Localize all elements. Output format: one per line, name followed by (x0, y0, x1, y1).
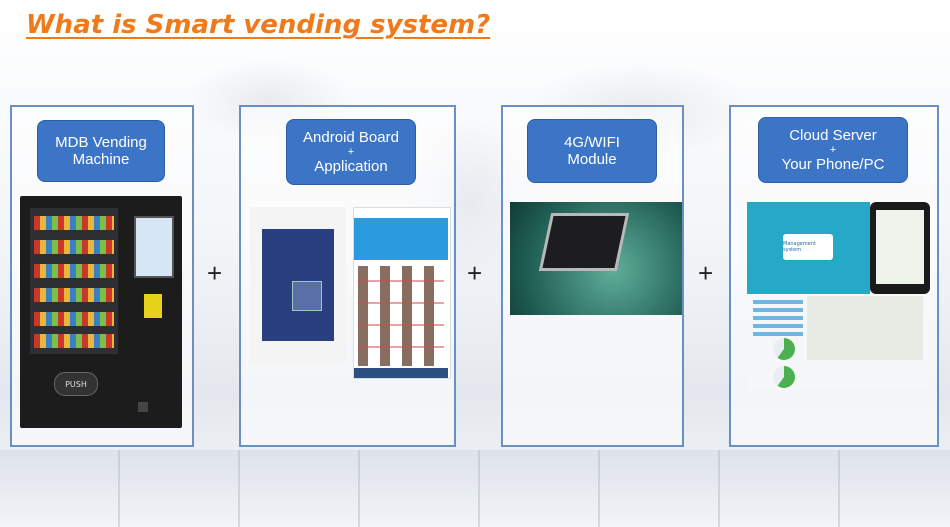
vending-glass (30, 208, 118, 354)
label-line: + (830, 144, 836, 156)
plus-sign: + (467, 258, 482, 289)
label-line: Module (567, 151, 616, 168)
app-banner (354, 218, 448, 260)
label-line: Android Board (303, 129, 399, 146)
label-line: + (348, 146, 354, 158)
coin-slot (138, 402, 148, 412)
pie-chart-icon (773, 366, 795, 388)
label-vending-machine: MDB Vending Machine (37, 120, 165, 182)
label-line: Machine (73, 151, 130, 168)
android-board-image (250, 207, 346, 363)
label-line: Application (314, 158, 387, 175)
phone-screen (876, 210, 924, 284)
plus-sign: + (698, 258, 713, 289)
app-product-grid (358, 266, 444, 366)
4g-module-image (510, 202, 682, 315)
pie-chart-icon (773, 338, 795, 360)
push-door: PUSH (54, 372, 98, 396)
module-chip (542, 216, 625, 268)
cloud-management-image: Management system (747, 202, 870, 294)
application-screenshot (353, 207, 451, 379)
page-title: What is Smart vending system? (26, 10, 490, 40)
plus-sign: + (207, 258, 222, 289)
management-system-box: Management system (783, 234, 833, 260)
dashboard-map (807, 296, 923, 360)
label-line: 4G/WIFI (564, 134, 620, 151)
card-reader (144, 294, 162, 318)
dashboard-rows (753, 300, 803, 340)
label-android-board: Android Board + Application (286, 119, 416, 185)
label-cloud-server: Cloud Server + Your Phone/PC (758, 117, 908, 183)
vending-touchscreen (134, 216, 174, 278)
label-line: Cloud Server (789, 127, 877, 144)
label-4g-wifi: 4G/WIFI Module (527, 119, 657, 183)
vending-machine-image: PUSH (20, 196, 182, 428)
floor-background (0, 450, 950, 527)
phone-image (870, 202, 930, 294)
pcb (262, 229, 334, 341)
dashboard-image (747, 296, 927, 390)
cpu-chip (292, 281, 322, 311)
app-bottom-bar (354, 368, 448, 378)
label-line: MDB Vending (55, 134, 147, 151)
label-line: Your Phone/PC (782, 156, 885, 173)
